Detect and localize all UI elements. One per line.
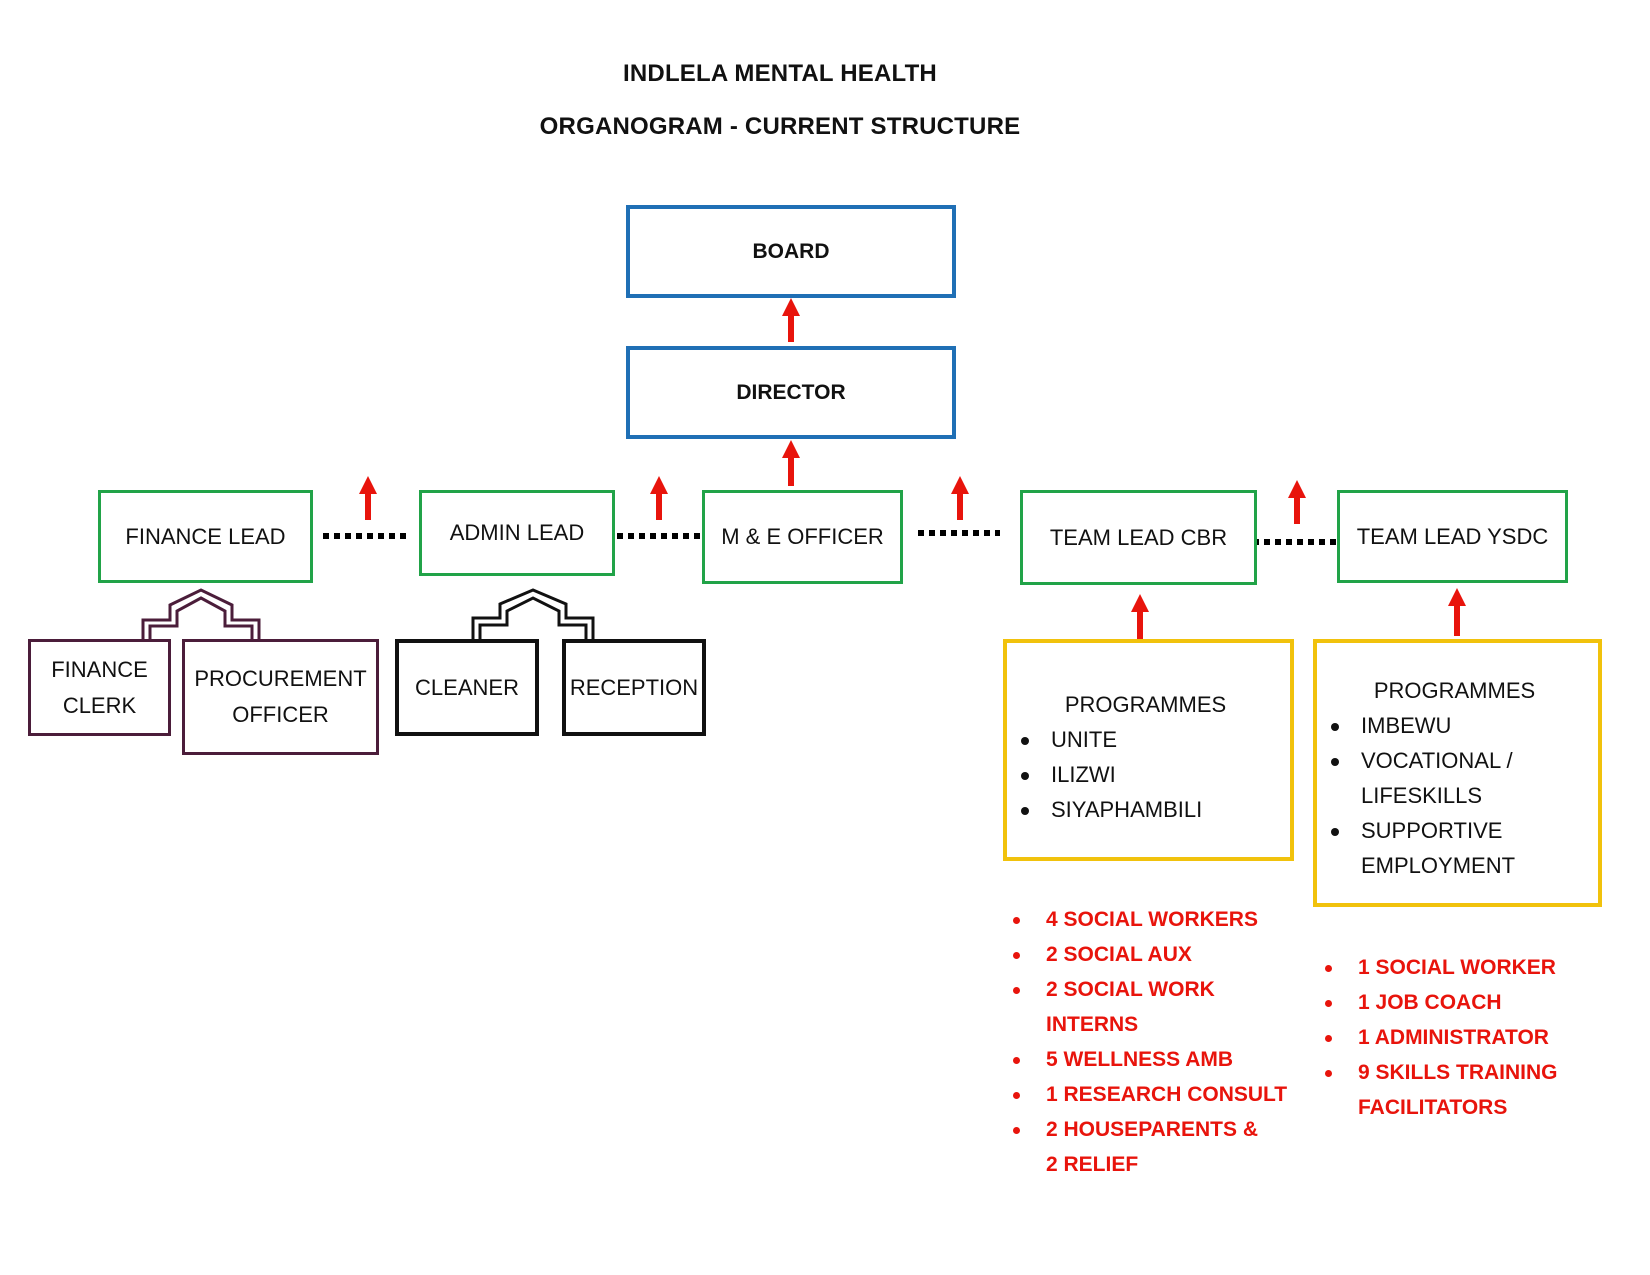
finance-clerk-box: FINANCE CLERK (28, 639, 171, 736)
programme-item: SIYAPHAMBILI (1011, 792, 1280, 827)
cleaner-label: CLEANER (415, 674, 519, 700)
programme-item-text: SUPPORTIVE (1361, 818, 1503, 843)
admin-staff-bracket (471, 588, 595, 640)
staff-item: 5 WELLNESS AMB (1004, 1042, 1304, 1077)
reception-label: RECEPTION (569, 674, 699, 700)
programmes-ysdc-heading: PROGRAMMES (1373, 678, 1536, 703)
reception-box: RECEPTION (562, 639, 706, 736)
dotted-links (323, 530, 1336, 545)
cleaner-box: CLEANER (395, 639, 539, 736)
team-lead-cbr-label: TEAM LEAD CBR (1049, 524, 1228, 550)
arrow-ysdc-to-director (1288, 480, 1306, 524)
staff-item-text: 1 ADMINISTRATOR (1358, 1026, 1549, 1049)
staff-item-text-cont: FACILITATORS (1358, 1096, 1508, 1119)
arrow-finance-to-director (359, 476, 377, 520)
programme-item-text-cont: EMPLOYMENT (1361, 853, 1516, 878)
staff-item: 1 RESEARCH CONSULT (1004, 1077, 1304, 1112)
staff-item: 1 JOB COACH (1316, 985, 1616, 1020)
finance-clerk-label-line1: FINANCE (51, 656, 148, 682)
programme-item: VOCATIONAL / LIFESKILLS (1321, 743, 1588, 813)
arrow-cbr-to-director (951, 476, 969, 520)
programme-item: SUPPORTIVE EMPLOYMENT (1321, 813, 1588, 883)
staff-cbr-list: 4 SOCIAL WORKERS 2 SOCIAL AUX 2 SOCIAL W… (1004, 902, 1304, 1182)
staff-item-text-cont: INTERNS (1046, 1013, 1139, 1036)
arrow-me-to-director (782, 440, 800, 486)
programmes-ysdc-box: PROGRAMMES IMBEWU VOCATIONAL / LIFESKILLS… (1313, 639, 1602, 907)
reporting-arrows (359, 298, 1466, 642)
staff-item-text-cont: 2 RELIEF (1046, 1153, 1139, 1176)
staff-item: 2 HOUSEPARENTS & 2 RELIEF (1004, 1112, 1304, 1182)
admin-staff-bracket-inner (478, 596, 588, 640)
programme-item-text-cont: LIFESKILLS (1361, 783, 1483, 808)
programmes-cbr-heading: PROGRAMMES (1064, 692, 1227, 717)
director-label: DIRECTOR (736, 380, 846, 404)
staff-item-text: 5 WELLNESS AMB (1046, 1048, 1234, 1071)
staff-item: 2 SOCIAL WORK INTERNS (1004, 972, 1304, 1042)
procurement-officer-label-line1: PROCUREMENT (194, 666, 367, 691)
arrow-director-to-board (782, 298, 800, 342)
staff-item-text: 1 RESEARCH CONSULT (1046, 1083, 1288, 1106)
page-title: INDLELA MENTAL HEALTH (623, 60, 937, 87)
programmes-cbr-list: UNITE ILIZWI SIYAPHAMBILI (1011, 722, 1280, 827)
programme-item-text: IMBEWU (1361, 713, 1452, 738)
arrow-ysdc-programmes-to-lead (1448, 588, 1466, 636)
arrow-admin-to-director (650, 476, 668, 520)
finance-clerk-label-line2: CLERK (62, 692, 137, 718)
staff-item-text: 1 JOB COACH (1358, 991, 1502, 1014)
staff-item-text: 2 SOCIAL AUX (1046, 943, 1192, 966)
admin-lead-label: ADMIN LEAD (449, 520, 585, 545)
finance-lead-label: FINANCE LEAD (125, 523, 286, 549)
staff-item-text: 1 SOCIAL WORKER (1358, 956, 1556, 979)
procurement-officer-label-line2: OFFICER (232, 702, 329, 727)
programme-item: IMBEWU (1321, 708, 1588, 743)
team-lead-cbr-box: TEAM LEAD CBR (1020, 490, 1257, 585)
staff-item-text: 2 SOCIAL WORK (1046, 978, 1215, 1001)
staff-item: 1 ADMINISTRATOR (1316, 1020, 1616, 1055)
arrow-cbr-programmes-to-lead (1131, 594, 1149, 642)
admin-lead-box: ADMIN LEAD (419, 490, 615, 576)
programmes-ysdc-list: IMBEWU VOCATIONAL / LIFESKILLS SUPPORTIVE… (1321, 708, 1588, 883)
staff-item: 4 SOCIAL WORKERS (1004, 902, 1304, 937)
page-subtitle: ORGANOGRAM - CURRENT STRUCTURE (539, 113, 1021, 140)
team-lead-ysdc-label: TEAM LEAD YSDC (1356, 523, 1549, 549)
programme-item: ILIZWI (1011, 757, 1280, 792)
staff-item: 1 SOCIAL WORKER (1316, 950, 1616, 985)
finance-staff-bracket-inner (148, 596, 254, 640)
staff-item: 2 SOCIAL AUX (1004, 937, 1304, 972)
staff-item-text: 4 SOCIAL WORKERS (1046, 908, 1258, 931)
team-lead-ysdc-box: TEAM LEAD YSDC (1337, 490, 1568, 583)
me-officer-box: M & E OFFICER (702, 490, 903, 584)
finance-staff-bracket (141, 588, 261, 640)
staff-item-text: 9 SKILLS TRAINING (1358, 1061, 1558, 1084)
programme-item-text: VOCATIONAL / (1361, 748, 1513, 773)
me-officer-label: M & E OFFICER (721, 524, 884, 549)
staff-ysdc-list: 1 SOCIAL WORKER 1 JOB COACH 1 ADMINISTRA… (1316, 950, 1616, 1125)
board-label: BOARD (752, 239, 830, 263)
board-box: BOARD (626, 205, 956, 298)
programme-item: UNITE (1011, 722, 1280, 757)
staff-item-text: 2 HOUSEPARENTS & (1046, 1118, 1258, 1141)
programmes-cbr-box: PROGRAMMES UNITE ILIZWI SIYAPHAMBILI (1003, 639, 1294, 861)
finance-lead-box: FINANCE LEAD (98, 490, 313, 583)
director-box: DIRECTOR (626, 346, 956, 439)
staff-item: 9 SKILLS TRAINING FACILITATORS (1316, 1055, 1616, 1125)
procurement-officer-box: PROCUREMENT OFFICER (182, 639, 379, 755)
